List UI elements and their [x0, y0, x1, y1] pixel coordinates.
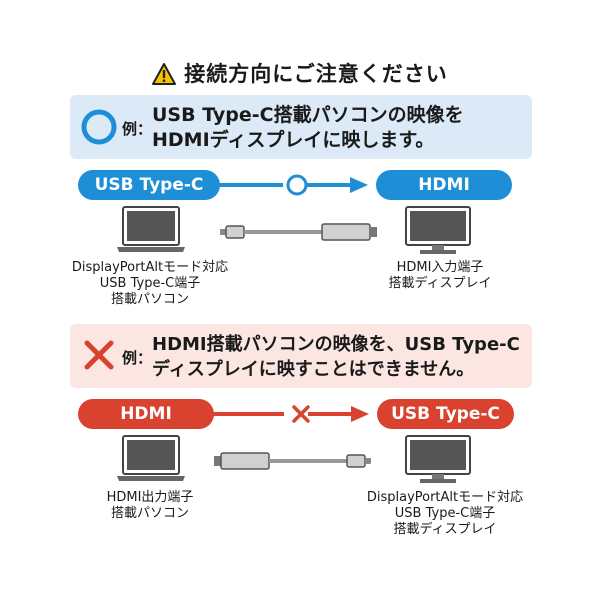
- usb-c-to-hdmi-cable: [220, 223, 377, 241]
- ok-display-label-line1: HDMI入力端子: [396, 260, 484, 275]
- monitor-icon: [405, 206, 471, 254]
- title-text: 接続方向にご注意ください: [184, 62, 448, 86]
- ng-display-label-line3: 搭載ディスプレイ: [393, 522, 497, 537]
- ng-example-label: 例：: [122, 349, 153, 367]
- ok-target-pill: HDMI: [376, 170, 512, 200]
- cross-icon: [84, 340, 114, 370]
- ok-description-line2: HDMIディスプレイに映します。: [152, 129, 435, 151]
- hdmi-to-usb-c-cable: [214, 452, 371, 470]
- ng-example-box: [70, 324, 532, 388]
- ng-source-pill: HDMI: [78, 399, 214, 429]
- ok-pc-label-line3: 搭載パソコン: [110, 292, 189, 307]
- circle-icon: [286, 174, 308, 196]
- cross-icon: [292, 405, 310, 423]
- warning-triangle-icon: [152, 63, 177, 85]
- ok-source-pill: USB Type-C: [78, 170, 220, 200]
- ng-pc-label: HDMI出力端子 搭載パソコン: [80, 490, 220, 522]
- page-title: 接続方向にご注意ください: [0, 58, 600, 88]
- ng-flow-arrow: [210, 406, 369, 422]
- ng-description-line2: ディスプレイに映すことはできません。: [152, 359, 475, 380]
- ng-pc-label-line1: HDMI出力端子: [106, 490, 194, 505]
- ok-pc-label: DisplayPortAltモード対応 USB Type-C端子 搭載パソコン: [60, 260, 240, 308]
- ok-pc-label-line1: DisplayPortAltモード対応: [71, 260, 229, 275]
- ng-pc-label-line2: 搭載パソコン: [110, 506, 189, 521]
- ok-display-label-line2: 搭載ディスプレイ: [388, 276, 492, 291]
- ng-description-line1: HDMI搭載パソコンの映像を、USB Type-C: [152, 334, 520, 355]
- ok-example-box: [70, 95, 532, 159]
- ok-example-label: 例：: [122, 120, 153, 138]
- circle-icon: [81, 109, 117, 145]
- ng-display-label: DisplayPortAltモード対応 USB Type-C端子 搭載ディスプレ…: [350, 490, 540, 538]
- laptop-icon: [117, 435, 185, 481]
- laptop-icon: [117, 206, 185, 252]
- ng-target-pill: USB Type-C: [377, 399, 514, 429]
- ok-display-label: HDMI入力端子 搭載ディスプレイ: [360, 260, 520, 292]
- ok-description-line1: USB Type-C搭載パソコンの映像を: [152, 104, 464, 126]
- ng-description: HDMI搭載パソコンの映像を、USB Type-C ディスプレイに映すことはでき…: [152, 332, 520, 382]
- ok-description: USB Type-C搭載パソコンの映像を HDMIディスプレイに映します。: [152, 103, 464, 153]
- ok-pc-label-line2: USB Type-C端子: [99, 276, 201, 291]
- monitor-icon: [405, 435, 471, 483]
- ng-display-label-line2: USB Type-C端子: [394, 506, 496, 521]
- ok-flow-arrow: [210, 177, 368, 193]
- ng-display-label-line1: DisplayPortAltモード対応: [366, 490, 524, 505]
